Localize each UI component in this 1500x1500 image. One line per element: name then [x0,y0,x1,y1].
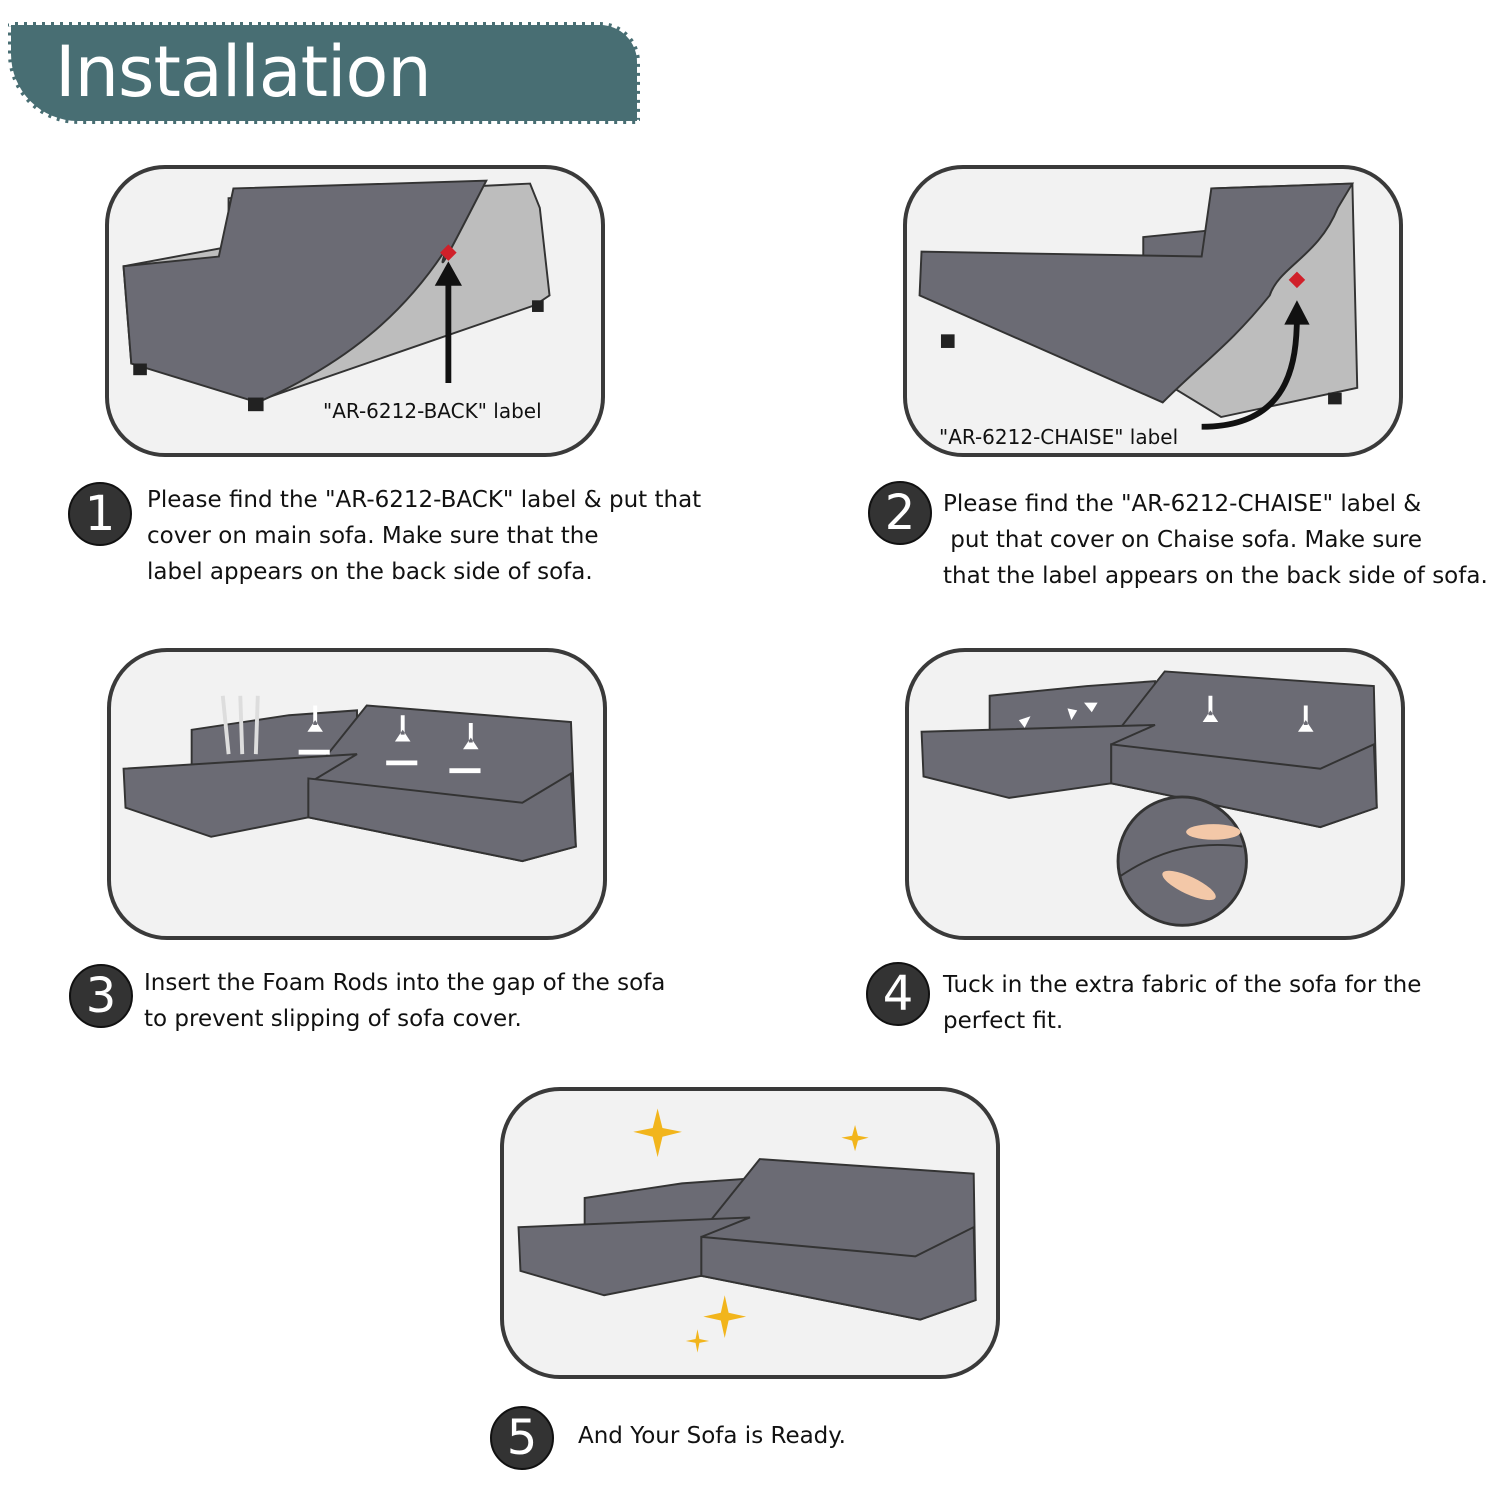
instruction-line: Insert the Foam Rods into the gap of the… [144,970,666,996]
chaise-label-caption: "AR-6212-CHAISE" label [939,425,1179,449]
zoom-detail-circle [1116,795,1248,927]
arrow-up-icon [1284,300,1310,325]
step-1-illustration: "AR-6212-BACK" label [105,165,605,457]
instruction-line: perfect fit. [943,1008,1064,1034]
sparkle-icons [633,1108,869,1353]
step-3-text: Insert the Foam Rods into the gap of the… [144,965,665,1037]
arrow-down-icons [307,705,479,750]
sofa-tuck-fabric-image [920,670,1378,927]
title-banner: Installation Steps [8,22,640,195]
step-2-text: Please find the "AR-6212-CHAISE" label &… [943,486,1488,594]
step-5-number: 5 [490,1406,554,1470]
step-1-number: 1 [68,482,132,546]
step-1-text: Please find the "AR-6212-BACK" label & p… [147,482,701,590]
instruction-line: put that cover on Chaise sofa. Make sure [943,527,1423,553]
step-5-text: And Your Sofa is Ready. [578,1418,846,1454]
page-title: Installation Steps [55,31,432,195]
step-4-number: 4 [866,962,930,1026]
instruction-line: Please find the "AR-6212-CHAISE" label & [943,491,1422,517]
step-2-number: 2 [868,481,932,545]
arrow-up-icon [434,261,462,286]
step-2-illustration: "AR-6212-CHAISE" label [903,165,1403,457]
instruction-line: that the label appears on the back side … [943,563,1488,589]
step-5-illustration [500,1087,1000,1379]
instruction-line: And Your Sofa is Ready. [578,1423,846,1449]
arrow-down-icons [1018,695,1314,732]
step-4-text: Tuck in the extra fabric of the sofa for… [943,967,1421,1039]
instruction-line: Please find the "AR-6212-BACK" label & p… [147,487,702,513]
sofa-foam-rods-image [122,695,577,863]
step-4-illustration [905,648,1405,940]
sofa-chaise-cover-image [918,182,1359,430]
step-3-number: 3 [69,964,133,1028]
finished-sofa-image [517,1108,977,1353]
instruction-line: Tuck in the extra fabric of the sofa for… [943,972,1422,998]
back-label-caption: "AR-6212-BACK" label [323,399,542,423]
instruction-line: to prevent slipping of sofa cover. [144,1006,522,1032]
step-3-illustration [107,648,607,940]
sofa-back-cover-image [122,179,551,412]
instruction-line: cover on main sofa. Make sure that the [147,523,599,549]
instruction-line: label appears on the back side of sofa. [147,559,593,585]
